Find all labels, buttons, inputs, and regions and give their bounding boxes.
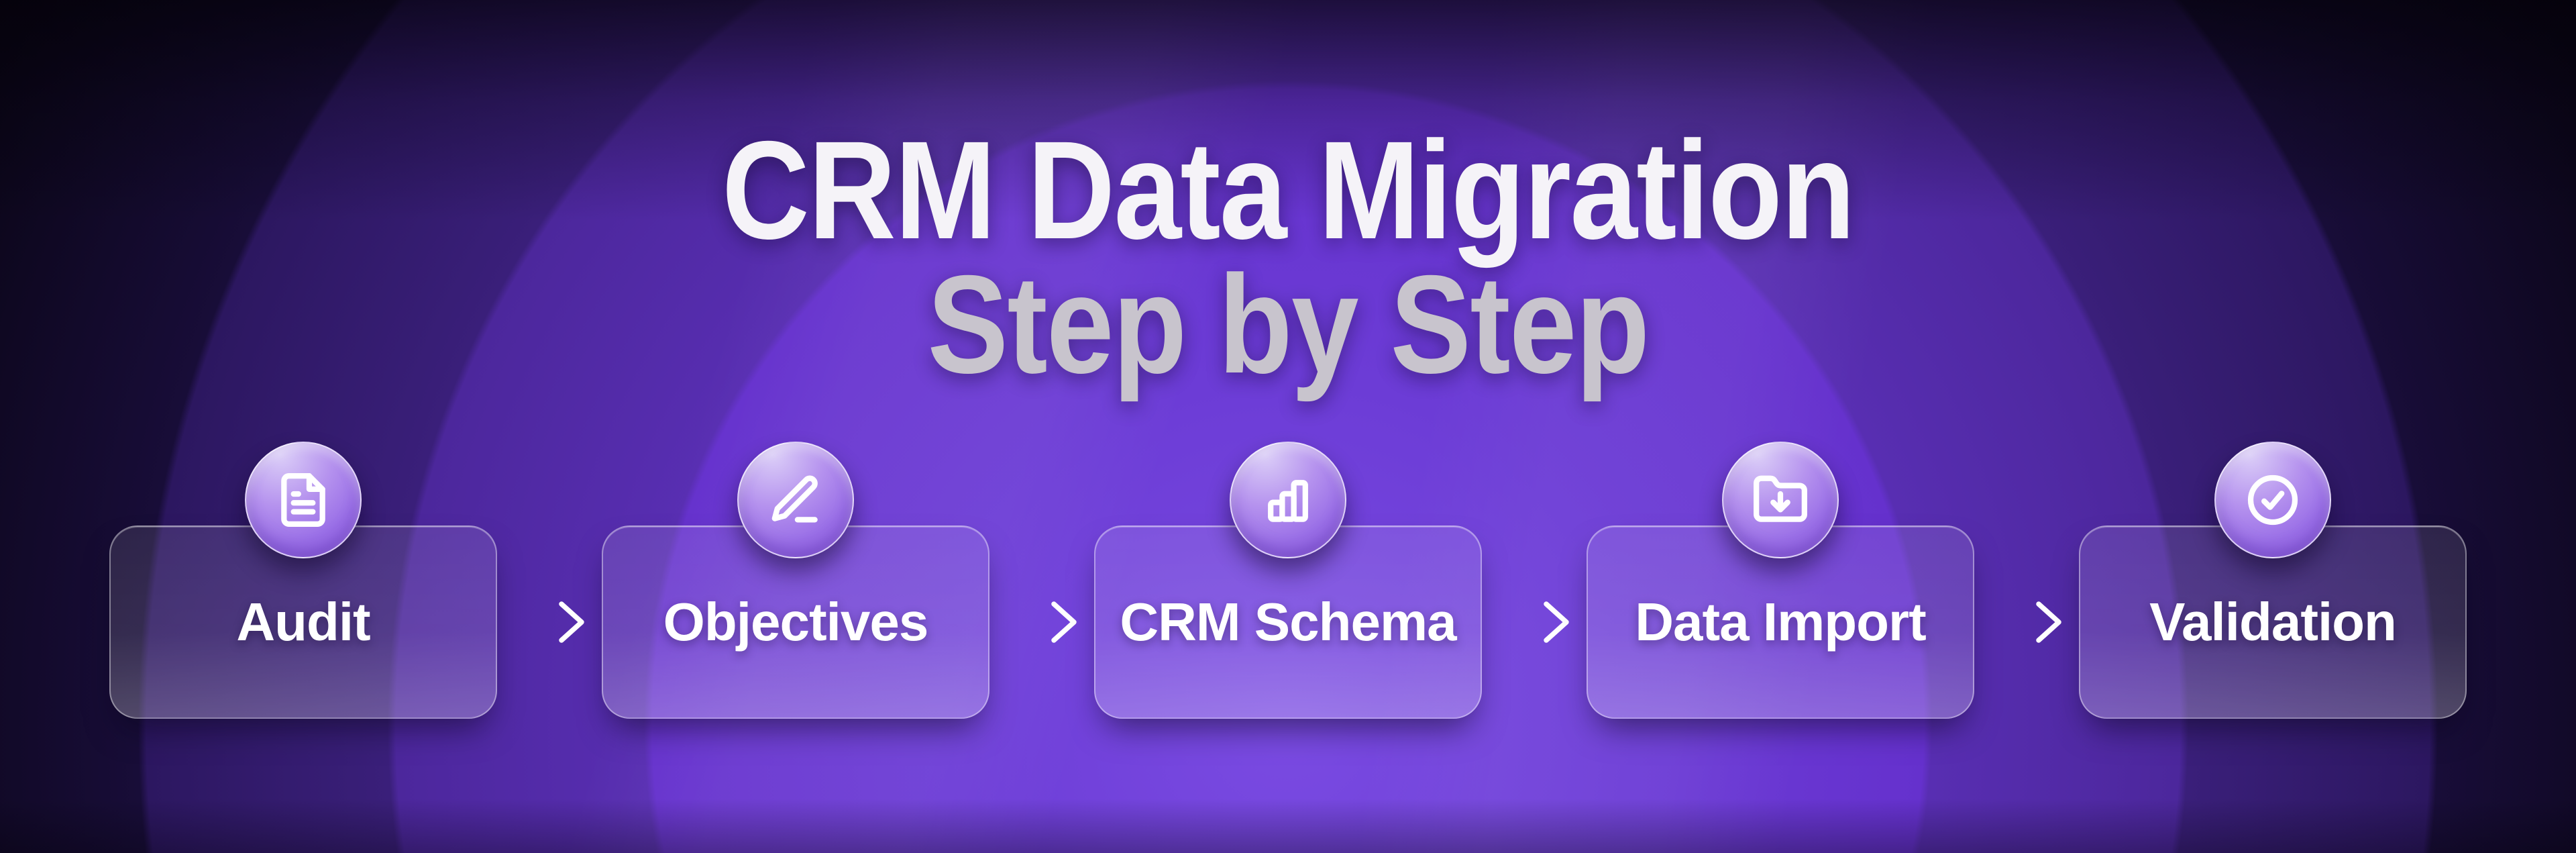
step-data-import: Data Import <box>1587 442 1974 719</box>
circle-check-icon <box>2247 474 2298 525</box>
title-line-2: Step by Step <box>927 247 1650 403</box>
arrow-right-icon <box>497 525 602 719</box>
step-label: Data Import <box>1635 592 1926 652</box>
step-label: Audit <box>236 592 370 652</box>
file-text-icon <box>245 442 362 558</box>
folder-download-icon <box>1754 475 1807 522</box>
bar-chart-icon <box>1230 442 1346 558</box>
page-title: CRM Data Migration Step by Step <box>0 113 2576 403</box>
steps-row: Audit <box>0 442 2576 719</box>
circle-check-icon <box>2214 442 2331 558</box>
pencil-line-icon <box>771 475 818 523</box>
folder-download-icon <box>1722 442 1839 558</box>
arrow-right-icon <box>1974 525 2079 719</box>
arrow-right-icon <box>989 525 1094 719</box>
bar-chart-icon <box>1268 480 1308 522</box>
step-label: CRM Schema <box>1120 592 1456 652</box>
pencil-line-icon <box>737 442 854 558</box>
step-audit: Audit <box>109 442 497 719</box>
step-label: Objectives <box>663 592 929 652</box>
step-crm-schema: CRM Schema <box>1094 442 1482 719</box>
arrow-right-icon <box>1482 525 1587 719</box>
file-text-icon <box>281 473 325 527</box>
title-line-1: CRM Data Migration <box>722 113 1856 268</box>
step-validation: Validation <box>2079 442 2467 719</box>
step-label: Validation <box>2149 592 2397 652</box>
step-objectives: Objectives <box>602 442 989 719</box>
